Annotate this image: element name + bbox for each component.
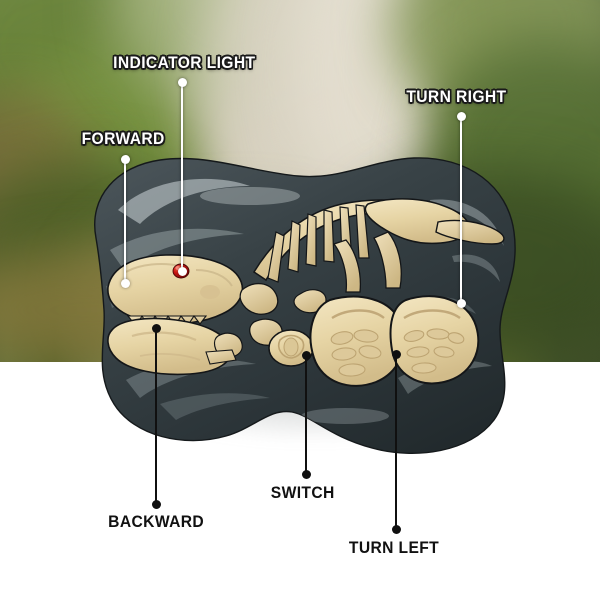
callout-label-forward: FORWARD (81, 129, 165, 148)
leader-stem (395, 354, 397, 529)
turn-right-button[interactable] (389, 295, 480, 385)
callout-label-switch: SWITCH (270, 483, 335, 502)
callout-label-backward: BACKWARD (108, 512, 205, 531)
pelvis-and-tail (293, 198, 505, 314)
leader-dot-top (456, 111, 466, 121)
leader-dot-bottom (456, 298, 466, 308)
leader-stem (155, 328, 157, 504)
leader-dot-bottom (177, 266, 187, 276)
leader-dot-bottom (151, 499, 161, 509)
skeleton-overlay (107, 198, 505, 387)
leader-stem (181, 82, 183, 271)
leader-dot-top (391, 349, 401, 359)
leader-dot-top (177, 77, 187, 87)
leader-dot-top (301, 350, 311, 360)
backward-button[interactable] (107, 317, 232, 376)
neck-vertebrae (205, 283, 283, 365)
leader-dot-top (151, 323, 161, 333)
leader-stem (305, 355, 307, 474)
leader-dot-top (120, 154, 130, 164)
leader-stem (460, 116, 462, 303)
turn-left-button[interactable] (309, 295, 405, 387)
callout-label-turn-right: TURN RIGHT (406, 87, 507, 106)
forward-button[interactable] (107, 254, 244, 329)
callout-label-indicator-light: INDICATOR LIGHT (113, 53, 256, 72)
leader-dot-bottom (120, 278, 130, 288)
leader-stem (124, 159, 126, 283)
leader-dot-bottom (301, 469, 311, 479)
callout-label-turn-left: TURN LEFT (348, 538, 440, 557)
leader-dot-bottom (391, 524, 401, 534)
